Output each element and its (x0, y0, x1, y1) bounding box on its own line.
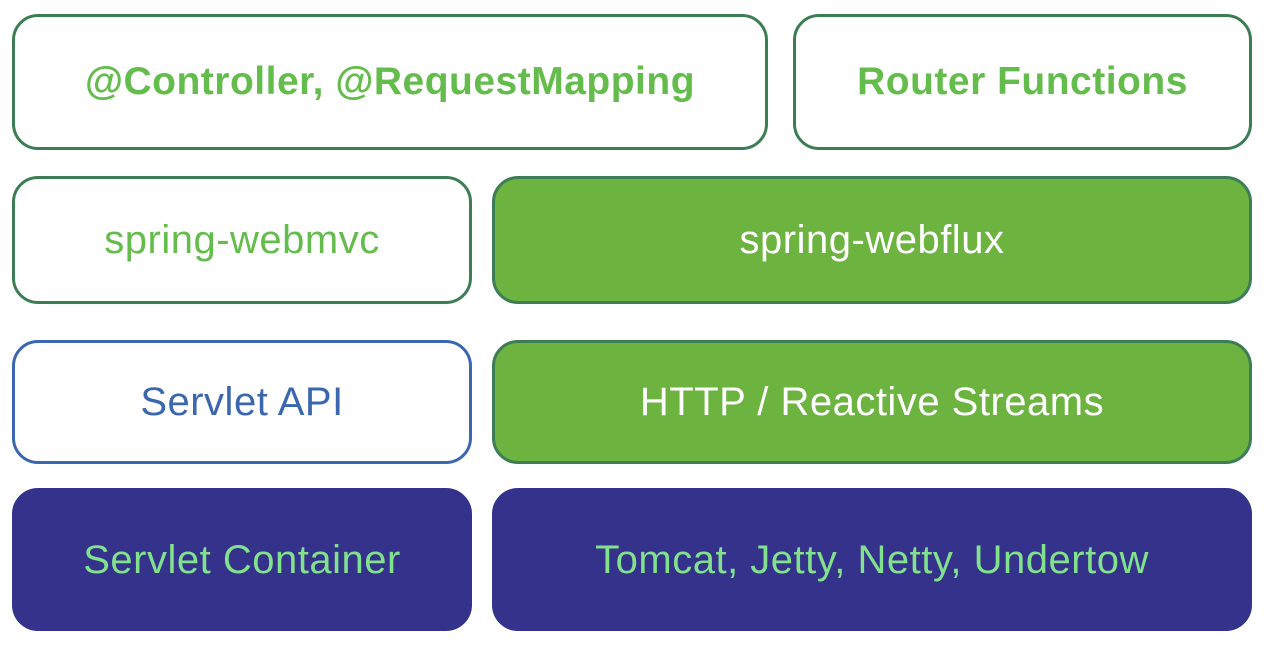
container-layer-row: Servlet Container Tomcat, Jetty, Netty, … (12, 488, 1252, 631)
box-controller-requestmapping: @Controller, @RequestMapping (12, 14, 768, 150)
box-label: spring-webmvc (104, 218, 380, 262)
box-label: Servlet Container (83, 537, 401, 582)
box-spring-webflux: spring-webflux (492, 176, 1252, 304)
box-spring-webmvc: spring-webmvc (12, 176, 472, 304)
box-label: @Controller, @RequestMapping (84, 59, 696, 103)
box-label: HTTP / Reactive Streams (639, 380, 1105, 424)
box-label: Servlet API (140, 380, 344, 424)
box-label: Router Functions (857, 59, 1188, 103)
framework-layer-row: spring-webmvc spring-webflux (12, 176, 1252, 304)
box-label: Tomcat, Jetty, Netty, Undertow (595, 537, 1149, 582)
box-http-reactive-streams: HTTP / Reactive Streams (492, 340, 1252, 464)
box-servlet-container: Servlet Container (12, 488, 472, 631)
box-label: spring-webflux (739, 218, 1005, 262)
api-layer-row: Servlet API HTTP / Reactive Streams (12, 340, 1252, 464)
annotation-layer-row: @Controller, @RequestMapping Router Func… (12, 14, 1252, 150)
box-servlet-api: Servlet API (12, 340, 472, 464)
box-router-functions: Router Functions (793, 14, 1252, 150)
box-tomcat-jetty-netty-undertow: Tomcat, Jetty, Netty, Undertow (492, 488, 1252, 631)
